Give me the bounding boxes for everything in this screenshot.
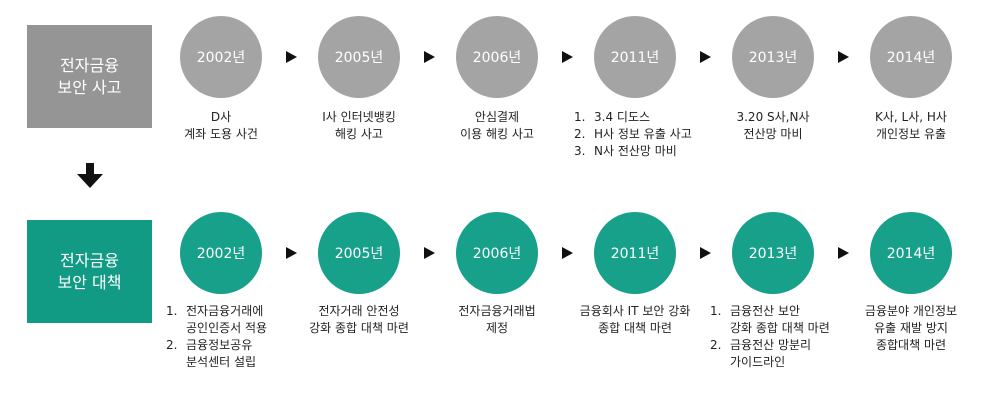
policy-arrow-5 xyxy=(838,247,849,259)
desc-line: 전산망 마비 xyxy=(743,127,803,141)
list-item: 3. N사 전산망 마비 xyxy=(574,143,714,160)
incident-year-2006: 2006년 xyxy=(456,16,538,98)
desc-line: 계좌 도용 사건 xyxy=(184,127,258,141)
policy-arrow-4 xyxy=(700,247,711,259)
list-item: 1. 3.4 디도스 xyxy=(574,109,714,126)
incident-arrow-5 xyxy=(838,51,849,63)
incident-desc-2014: K사, L사, H사 개인정보 유출 xyxy=(841,109,981,143)
incident-arrow-4 xyxy=(700,51,711,63)
incident-arrow-3 xyxy=(562,51,573,63)
list-item: 1. 금융전산 보안 강화 종합 대책 마련 xyxy=(710,303,850,337)
desc-line: 개인정보 유출 xyxy=(875,127,947,141)
policy-year-2006: 2006년 xyxy=(456,212,538,294)
incident-label-line-1: 전자금융 xyxy=(60,55,119,75)
desc-line: 3.4 디도스 xyxy=(594,110,651,124)
incident-desc-2002: D사 계좌 도용 사건 xyxy=(151,109,291,143)
desc-line: 유출 재발 방지 xyxy=(874,321,948,335)
desc-line: 종합 대책 마련 xyxy=(598,321,672,335)
desc-line: 전자거래 안전성 xyxy=(318,304,400,318)
desc-line: 금융분야 개인정보 xyxy=(864,304,958,318)
desc-line: 전자금융거래에 xyxy=(186,304,264,318)
desc-line: D사 xyxy=(210,110,232,124)
policy-arrow-1 xyxy=(286,247,297,259)
desc-line: 금융정보공유 xyxy=(186,338,253,352)
list-num: 2. xyxy=(574,127,586,141)
desc-line: 공인인증서 적용 xyxy=(186,321,268,335)
list-num: 3. xyxy=(574,144,586,158)
incident-year-2002: 2002년 xyxy=(180,16,262,98)
incident-desc-2013: 3.20 S사,N사 전산망 마비 xyxy=(703,109,843,143)
desc-line: 가이드라인 xyxy=(730,355,786,369)
desc-line: 해킹 사고 xyxy=(335,127,383,141)
incident-label-line-2: 보안 사고 xyxy=(57,77,122,97)
policy-arrow-3 xyxy=(562,247,573,259)
down-arrow-icon xyxy=(77,163,103,188)
policy-desc-2013: 1. 금융전산 보안 강화 종합 대책 마련 2. 금융전산 망분리 가이드라인 xyxy=(710,303,850,371)
policy-label-line-2: 보안 대책 xyxy=(57,272,122,292)
policy-desc-2005: 전자거래 안전성 강화 종합 대책 마련 xyxy=(289,303,429,337)
list-num: 2. xyxy=(166,338,178,352)
incident-year-2013: 2013년 xyxy=(732,16,814,98)
incident-year-2005: 2005년 xyxy=(318,16,400,98)
policy-desc-2002: 1. 전자금융거래에 공인인증서 적용 2. 금융정보공유 분석센터 설립 xyxy=(166,303,306,371)
incident-desc-2006: 안심결제 이용 해킹 사고 xyxy=(427,109,567,143)
desc-line: 안심결제 xyxy=(474,110,520,124)
incident-desc-2011: 1. 3.4 디도스 2. H사 정보 유출 사고 3. N사 전산망 마비 xyxy=(574,109,714,160)
desc-line: N사 전산망 마비 xyxy=(594,144,677,158)
incident-year-2011: 2011년 xyxy=(594,16,676,98)
desc-line: 3.20 S사,N사 xyxy=(736,110,810,124)
policy-row-label: 전자금융 보안 대책 xyxy=(27,220,152,323)
down-arrow-head xyxy=(77,174,103,188)
policy-arrow-2 xyxy=(424,247,435,259)
desc-line: 전자금융거래법 xyxy=(458,304,536,318)
incident-arrow-2 xyxy=(424,51,435,63)
incident-arrow-1 xyxy=(286,51,297,63)
desc-line: H사 정보 유출 사고 xyxy=(594,127,692,141)
policy-desc-2006: 전자금융거래법 제정 xyxy=(427,303,567,337)
list-item: 2. 금융정보공유 분석센터 설립 xyxy=(166,337,306,371)
list-item: 2. 금융전산 망분리 가이드라인 xyxy=(710,337,850,371)
desc-line: 금융회사 IT 보안 강화 xyxy=(579,304,691,318)
desc-line: 강화 종합 대책 마련 xyxy=(309,321,409,335)
list-num: 2. xyxy=(710,338,722,352)
list-num: 1. xyxy=(574,110,586,124)
policy-year-2011: 2011년 xyxy=(594,212,676,294)
policy-year-2002: 2002년 xyxy=(180,212,262,294)
desc-line: 분석센터 설립 xyxy=(186,355,257,369)
list-num: 1. xyxy=(710,304,722,318)
desc-line: I사 인터넷뱅킹 xyxy=(322,110,396,124)
policy-label-line-1: 전자금융 xyxy=(60,250,119,270)
desc-line: 강화 종합 대책 마련 xyxy=(730,321,830,335)
incident-year-2014: 2014년 xyxy=(870,16,952,98)
desc-line: 금융전산 망분리 xyxy=(730,338,812,352)
policy-year-2005: 2005년 xyxy=(318,212,400,294)
policy-year-2014: 2014년 xyxy=(870,212,952,294)
desc-line: 종합대책 마련 xyxy=(875,338,947,352)
list-num: 1. xyxy=(166,304,178,318)
list-item: 2. H사 정보 유출 사고 xyxy=(574,126,714,143)
policy-desc-2014: 금융분야 개인정보 유출 재발 방지 종합대책 마련 xyxy=(841,303,981,354)
desc-line: K사, L사, H사 xyxy=(875,110,947,124)
incident-row-label: 전자금융 보안 사고 xyxy=(27,25,152,128)
incident-desc-2005: I사 인터넷뱅킹 해킹 사고 xyxy=(289,109,429,143)
desc-line: 제정 xyxy=(485,321,509,335)
policy-year-2013: 2013년 xyxy=(732,212,814,294)
list-item: 1. 전자금융거래에 공인인증서 적용 xyxy=(166,303,306,337)
down-arrow-shaft xyxy=(86,163,94,175)
policy-desc-2011: 금융회사 IT 보안 강화 종합 대책 마련 xyxy=(565,303,705,337)
desc-line: 이용 해킹 사고 xyxy=(460,127,534,141)
desc-line: 금융전산 보안 xyxy=(730,304,801,318)
